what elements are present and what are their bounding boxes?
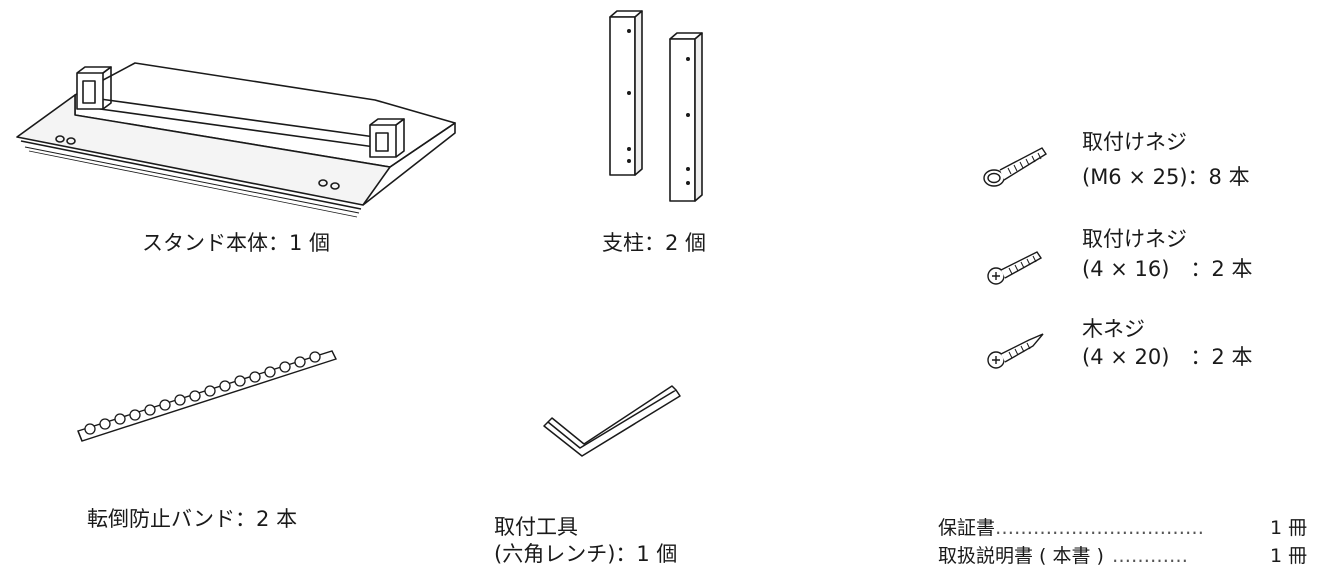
anti-tip-band-illustration (77, 350, 337, 442)
stand-body-illustration (16, 62, 456, 218)
screw-m6-label-line2: (M6 × 25)：8 本 (1082, 165, 1250, 189)
wood-screw-icon (987, 333, 1044, 369)
tool-label-line2: (六角レンチ)：1 個 (494, 542, 678, 566)
document-qty-manual: 1 冊 (1270, 545, 1308, 567)
stand-body-label: スタンド本体：1 個 (142, 231, 331, 255)
screw-4x16-label-line2: (4 × 16) ：2 本 (1082, 257, 1253, 281)
screw-m6-label-line1: 取付けネジ (1082, 130, 1187, 154)
pillar-label: 支柱：2 個 (602, 231, 707, 255)
pillars-illustration (609, 10, 703, 202)
document-qty-warranty: 1 冊 (1270, 517, 1308, 539)
leader-dots: ………… (1111, 545, 1188, 567)
document-name: 保証書 (938, 517, 996, 539)
leader-dots: …………………………… (995, 517, 1205, 539)
document-name: 取扱説明書 ( 本書 ) (938, 545, 1104, 567)
document-row-manual: 取扱説明書 ( 本書 ) ………… (938, 543, 1188, 569)
tool-label-line1: 取付工具 (494, 515, 578, 539)
hex-wrench-illustration (543, 385, 681, 457)
screw-4x16-icon (987, 251, 1043, 285)
anti-tip-band-label: 転倒防止バンド：2 本 (87, 507, 298, 531)
screw-m6-icon (983, 147, 1047, 187)
screw-4x16-label-line1: 取付けネジ (1082, 227, 1187, 251)
document-row-warranty: 保証書…………………………… (938, 515, 1204, 541)
wood-screw-label-line1: 木ネジ (1082, 317, 1145, 341)
wood-screw-label-line2: (4 × 20) ：2 本 (1082, 345, 1253, 369)
